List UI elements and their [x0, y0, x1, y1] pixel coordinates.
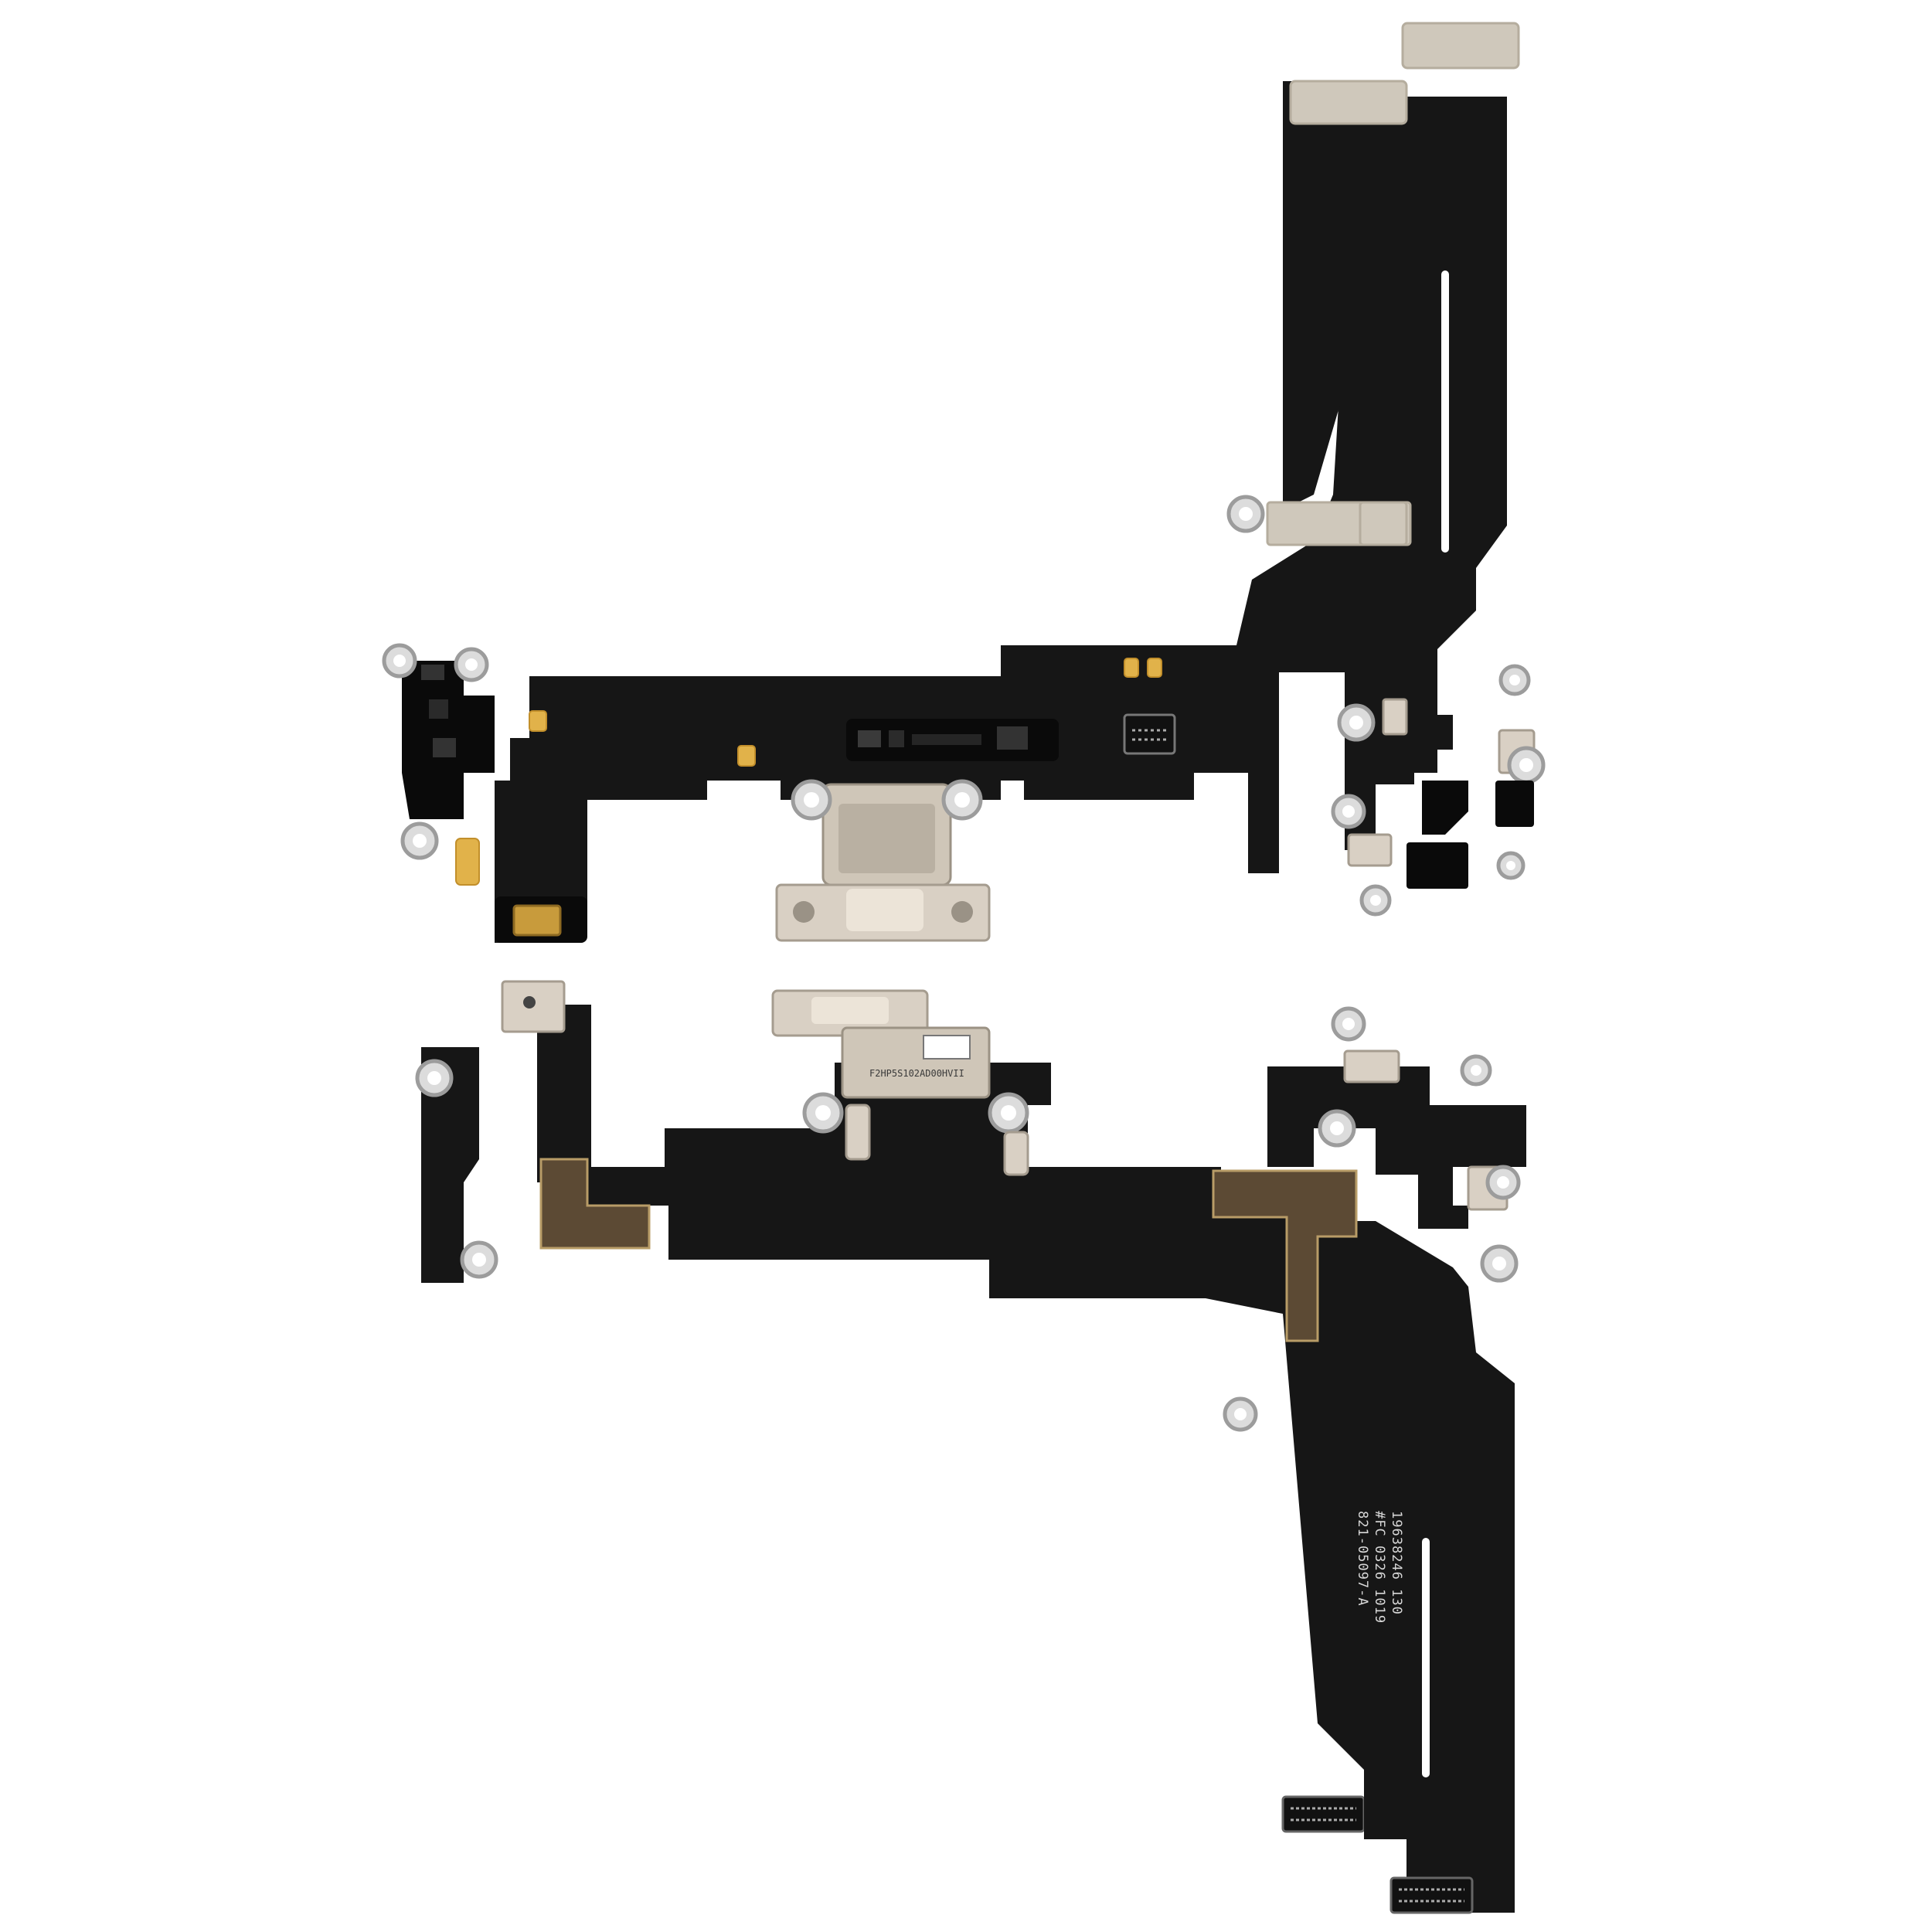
top-flex-left-arm: [495, 738, 599, 943]
top-mid-stiffener-2: [1359, 501, 1408, 546]
left-antenna-module: [382, 643, 495, 886]
gold-pad: [529, 710, 547, 732]
top-flex-slot: [1441, 270, 1449, 553]
top-flex-upper-flap: [1283, 81, 1403, 510]
top-flex-cable: [382, 22, 1546, 943]
bottom-flex-left-arm: [421, 1047, 479, 1283]
board-connector-bottom-2: [1389, 1876, 1474, 1914]
usb-c-port-bottom: F2HP5S102AD00HVII: [771, 989, 1029, 1176]
flex-code-line: 19638246 130: [1389, 1511, 1404, 1615]
copper-shield-left: [539, 1158, 651, 1250]
gold-pad: [737, 745, 756, 767]
port-sticker-code: F2HP5S102AD00HVII: [869, 1068, 964, 1079]
right-antenna-module: [1331, 664, 1546, 917]
usb-c-port-top: [775, 779, 991, 942]
bottom-flex-cable: 821-05097-A #FC 0326 1019 19638246 130 F…: [415, 980, 1526, 1914]
gold-pad: [1124, 658, 1139, 678]
flex-code-line: 821-05097-A: [1355, 1511, 1370, 1607]
board-connector-bottom-1: [1281, 1795, 1366, 1833]
top-stiffener-2: [1289, 80, 1408, 125]
bottom-flex-slot: [1422, 1538, 1430, 1777]
top-flex-tail: [529, 97, 1507, 873]
gold-pad: [1147, 658, 1162, 678]
microphone-module: [495, 896, 587, 943]
flex-code-line: #FC 0326 1019: [1372, 1511, 1387, 1624]
port-sticker: [923, 1035, 971, 1060]
bottom-right-arm: [1267, 1066, 1476, 1229]
bottom-flex-body: [537, 1005, 1515, 1913]
copper-shield-right: [1212, 1169, 1358, 1342]
top-stiffener-1: [1401, 22, 1520, 70]
board-connector-top: [1123, 713, 1176, 755]
flex-print-codes: 821-05097-A #FC 0326 1019 19638246 130: [1355, 1511, 1404, 1624]
bottom-right-stiffener: [1343, 1049, 1400, 1083]
